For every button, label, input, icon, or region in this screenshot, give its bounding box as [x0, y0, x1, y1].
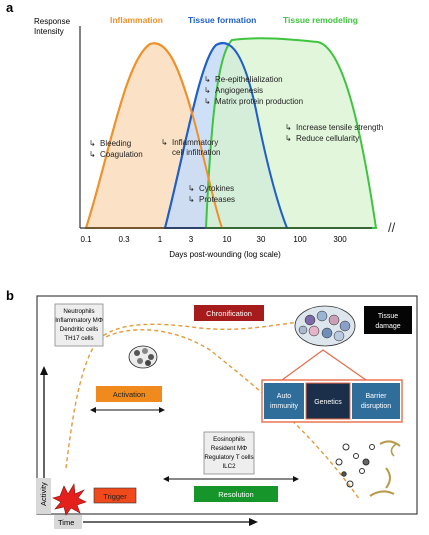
arrow-reepi: ↳ [204, 75, 211, 84]
tissue-damage-box [364, 306, 412, 334]
arrow-cytokines: ↳ [188, 184, 195, 193]
trigger-box [93, 487, 137, 504]
resolution-curve [99, 329, 361, 501]
autoimmunity-box [264, 383, 304, 419]
phase-label-tissue-formation: Tissue formation [188, 15, 256, 25]
chronification-label: Chronification [206, 309, 252, 318]
note-matrix-protein: Matrix protein production [215, 97, 303, 106]
scattered-cells-icon [335, 440, 401, 497]
time-axis-arrowhead [249, 518, 258, 526]
resolution-arrow-right [293, 476, 299, 482]
panel-b-letter: b [6, 288, 14, 303]
trigger-burst-icon [52, 483, 87, 516]
tissue-formation-outline [164, 42, 288, 229]
x-tick-100: 100 [293, 235, 307, 244]
activated-cell-cluster-icon [128, 345, 158, 369]
activity-label-box [36, 478, 51, 514]
activation-box [96, 386, 162, 402]
cell-regulatory-t: Regulatory T cells [204, 454, 253, 461]
arrow-coagulation: ↳ [89, 150, 96, 159]
genetics-label: Genetics [314, 399, 342, 406]
tissue-damage-label-1: Tissue [378, 313, 398, 320]
x-tick-0-1: 0.1 [80, 235, 92, 244]
tissue-remodeling-area [204, 37, 378, 229]
cell-th17: TH17 cells [64, 335, 93, 342]
cell-neutrophils: Neutrophils [63, 308, 94, 315]
time-label: Time [58, 518, 74, 527]
phase-label-inflammation: Inflammation [110, 15, 163, 25]
arrow-angio: ↳ [204, 86, 211, 95]
x-tick-30: 30 [257, 235, 266, 244]
activation-label: Activation [113, 390, 146, 399]
note-tensile-strength: Increase tensile strength [296, 123, 383, 132]
note-cell-infiltration: cell infiltration [172, 148, 220, 157]
cell-resident-macrophage: Resident MΦ [211, 445, 247, 452]
resolution-box [194, 486, 278, 502]
arrow-inflammatory: ↳ [161, 138, 168, 147]
note-coagulation: Coagulation [100, 150, 143, 159]
tissue-damage-label-2: damage [375, 323, 400, 330]
note-bleeding: Bleeding [100, 139, 131, 148]
axis-break-mark: // [388, 220, 396, 235]
note-cytokines: Cytokines [199, 184, 234, 193]
barrier-label-2: disruption [361, 403, 391, 410]
autoimmunity-label-1: Auto [277, 393, 292, 400]
chronification-curve [65, 321, 301, 469]
autoimmunity-label-2: immunity [270, 403, 299, 410]
cell-inflammatory-macrophage: Inflammatory MΦ [55, 317, 103, 324]
x-tick-10: 10 [223, 235, 232, 244]
resolution-label: Resolution [218, 490, 253, 499]
y-axis-label-response: Response [34, 17, 71, 26]
activity-axis-arrowhead [40, 366, 48, 375]
cell-dendritic: Dendritic cells [60, 326, 99, 333]
x-tick-300: 300 [333, 235, 347, 244]
activity-label: Activity [39, 482, 48, 506]
time-label-box [54, 515, 82, 529]
note-proteases: Proteases [199, 195, 235, 204]
resolving-cells-box [203, 431, 255, 475]
barrier-label-1: Barrier [365, 393, 387, 400]
activation-arrow-right [159, 407, 165, 413]
genetics-box [305, 382, 351, 420]
x-tick-0-3: 0.3 [118, 235, 130, 244]
arrow-tensile: ↳ [285, 123, 292, 132]
chronification-box [194, 305, 264, 321]
arrow-bleeding: ↳ [89, 139, 96, 148]
activation-arrow-left [90, 407, 96, 413]
barrier-disruption-box [352, 383, 400, 419]
factors-triangle [281, 349, 367, 381]
note-angiogenesis: Angiogenesis [215, 86, 263, 95]
cell-ilc2: ILC2 [222, 463, 236, 470]
x-tick-3: 3 [189, 235, 194, 244]
inflammation-outline [85, 42, 223, 229]
phase-label-tissue-remodeling: Tissue remodeling [283, 15, 358, 25]
arrow-matrix: ↳ [204, 97, 211, 106]
x-axis-label: Days post-wounding (log scale) [169, 250, 281, 259]
note-reepithelialization: Re-epithelialization [215, 75, 283, 84]
resolution-arrow-left [163, 476, 169, 482]
arrow-proteases: ↳ [188, 195, 195, 204]
note-inflammatory: Inflammatory [172, 138, 218, 147]
y-axis-label-intensity: Intensity [34, 27, 64, 36]
pro-inflammatory-cells-box [54, 303, 104, 347]
note-reduce-cellularity: Reduce cellularity [296, 134, 359, 143]
damaged-tissue-cluster-icon [294, 305, 356, 347]
arrow-cellularity: ↳ [285, 134, 292, 143]
cell-eosinophils: Eosinophils [213, 436, 245, 443]
x-tick-1: 1 [158, 235, 163, 244]
panel-a-letter: a [6, 0, 14, 15]
trigger-label: Trigger [103, 492, 127, 501]
